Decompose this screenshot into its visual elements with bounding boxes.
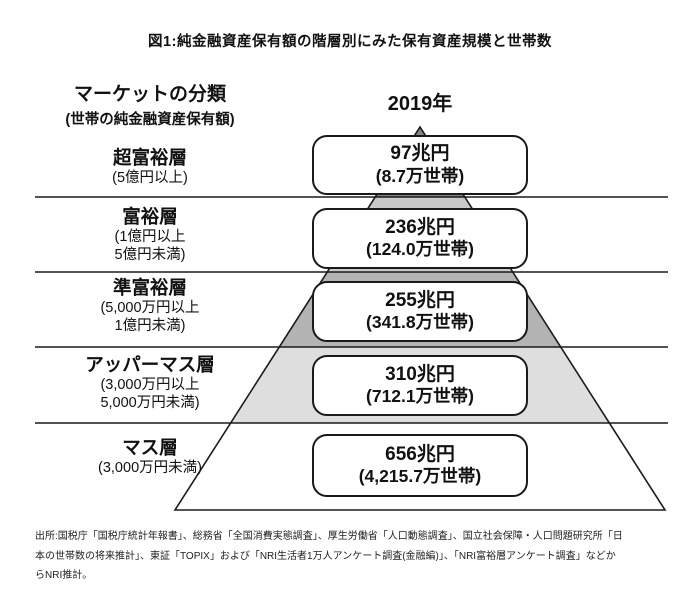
tier-range: (5,000万円以上 [100,300,200,317]
tier-name: 超富裕層 [112,147,187,168]
value-box-cho-fuyuso: 97兆円 (8.7万世帯) [312,135,528,195]
tier-households-value: (4,215.7万世帯) [358,466,482,487]
tier-range-line2: 5億円未満) [114,246,186,263]
tier-name: アッパーマス層 [85,354,215,375]
tier-label-jun-fuyuso: 準富裕層 (5,000万円以上 1億円未満) [22,277,278,336]
tier-label-mass: マス層 (3,000万円未満) [22,437,278,478]
tier-label-upper-mass: アッパーマス層 (3,000万円以上 5,000万円未満) [22,354,278,413]
value-box-upper-mass: 310兆円 (712.1万世帯) [312,355,528,416]
source-note: 出所:国税庁「国税庁統計年報書」、総務省「全国消費実態調査」、厚生労働省「人口動… [35,527,683,586]
tier-label-cho-fuyuso: 超富裕層 (5億円以上) [22,147,278,188]
tier-range: (1億円以上 [114,229,186,246]
pyramid-outline [173,125,667,511]
left-header-line1: マーケットの分類 [73,84,226,105]
value-box-jun-fuyuso: 255兆円 (341.8万世帯) [312,281,528,342]
source-note-line3: らNRI推計。 [35,570,93,581]
tier-range-line2: 1億円未満) [114,317,186,334]
tier-name: マス層 [122,437,178,458]
source-note-line2: 本の世帯数の将来推計」、東証「TOPIX」および「NRI生活者1万人アンケート調… [35,550,616,562]
tier-range-line2: 5,000万円未満) [100,394,200,411]
tier-range: (3,000万円未満) [98,460,202,477]
tier-households-value: (124.0万世帯) [366,239,474,260]
tier-assets-value: 255兆円 [385,289,455,311]
left-column-header: マーケットの分類 (世帯の純金融資産保有額) [22,84,278,129]
tier-households-value: (8.7万世帯) [375,165,465,186]
figure-title: 図1:純金融資産保有額の階層別にみた保有資産規模と世帯数 [148,34,552,50]
tier-households-value: (341.8万世帯) [366,312,474,333]
tier-assets-value: 236兆円 [385,216,455,238]
tier-assets-value: 310兆円 [385,363,455,385]
tier-assets-value: 656兆円 [385,443,455,465]
value-box-mass: 656兆円 (4,215.7万世帯) [312,434,528,497]
tier-households-value: (712.1万世帯) [366,386,474,407]
left-header-line2: (世帯の純金融資産保有額) [65,111,235,128]
tier-range: (3,000万円以上 [100,377,200,394]
value-box-fuyuso: 236兆円 (124.0万世帯) [312,208,528,269]
year-header: 2019年 [387,93,453,115]
tier-name: 富裕層 [122,206,178,227]
tier-range: (5億円以上) [112,170,188,187]
tier-assets-value: 97兆円 [390,143,450,165]
source-note-line1: 出所:国税庁「国税庁統計年報書」、総務省「全国消費実態調査」、厚生労働省「人口動… [35,531,623,542]
tier-label-fuyuso: 富裕層 (1億円以上 5億円未満) [22,206,278,265]
tier-name: 準富裕層 [112,277,187,298]
